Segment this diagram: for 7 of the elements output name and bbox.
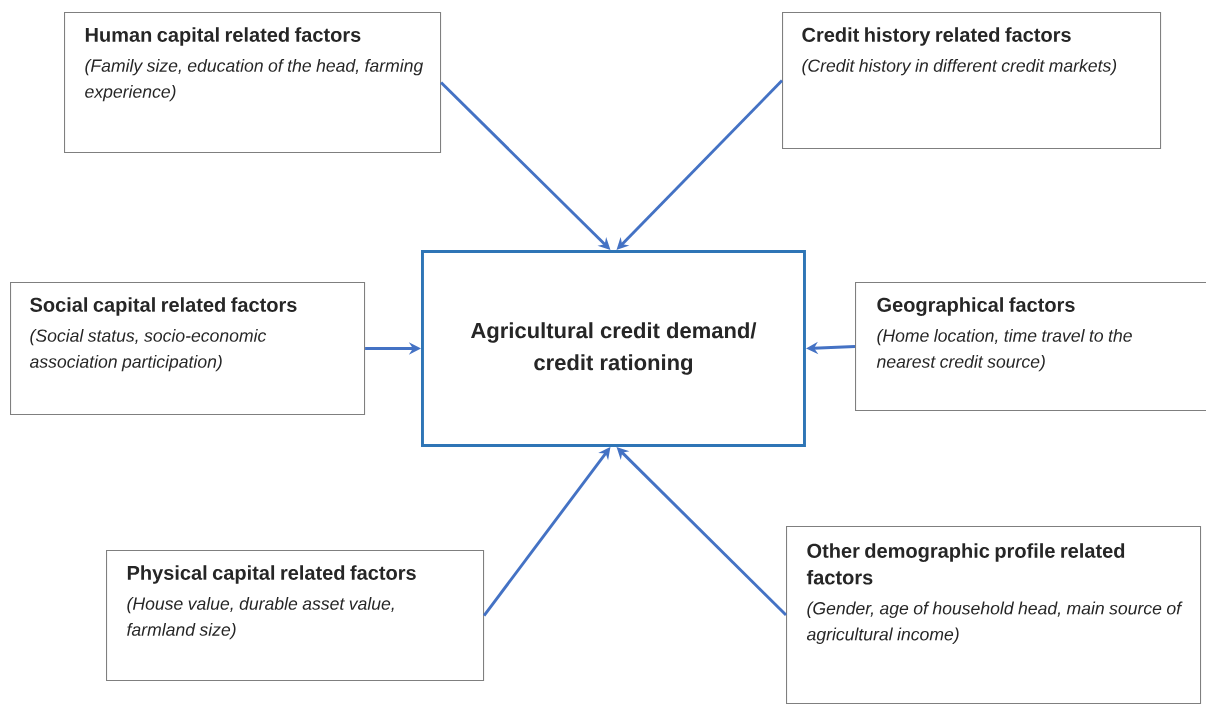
- factor-box: Human capital related factors (Family size, education of the head, farming experience): [64, 12, 442, 154]
- target-box: Agricultural credit demand/ credit rationing: [421, 250, 806, 447]
- factor-box: Credit history related factors (Credit history in different credit markets): [782, 12, 1162, 150]
- factor-box: Physical capital related factors (House value, durable asset value, farmland size): [106, 550, 485, 682]
- factor-box: Other demographic profile related factors (Gender, age of household head, main source of agricultural income): [786, 526, 1202, 704]
- factor-box: Geographical factors (Home location, time travel to the nearest credit source): [855, 282, 1206, 412]
- factor-box: Social capital related factors (Social status, socio-economic association participation): [10, 282, 366, 416]
